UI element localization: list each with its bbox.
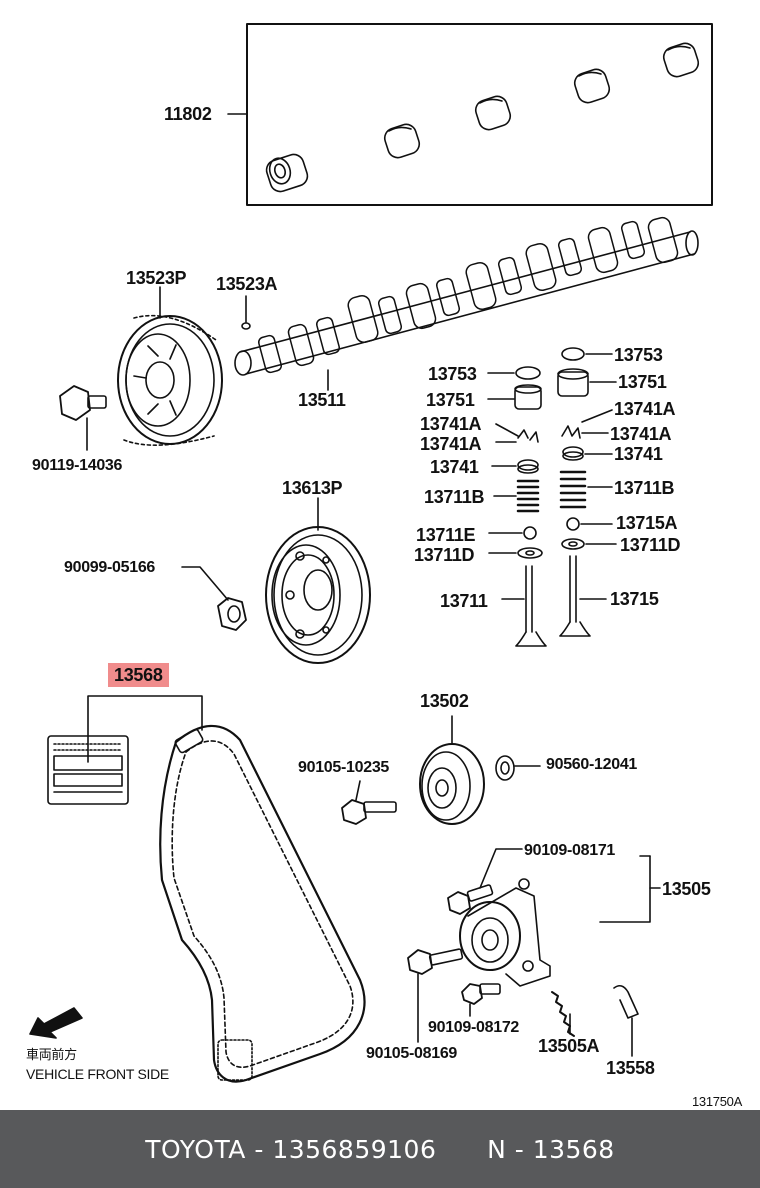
label-13741a-left-1[interactable]: 13741A [420, 414, 482, 434]
label-13741a-right-2[interactable]: 13741A [610, 424, 672, 444]
label-13523p[interactable]: 13523P [126, 268, 187, 288]
label-90099-05166[interactable]: 90099-05166 [64, 559, 156, 576]
tensioner-assembly [459, 855, 661, 987]
label-13715a[interactable]: 13715A [616, 513, 678, 533]
label-13711d-left[interactable]: 13711D [414, 545, 475, 565]
label-13711e[interactable]: 13711E [416, 525, 476, 545]
footer-ref-prefix: N [487, 1134, 507, 1164]
label-13753-left[interactable]: 13753 [428, 364, 477, 384]
label-13711[interactable]: 13711 [440, 591, 488, 611]
label-13711b-right[interactable]: 13711B [614, 478, 675, 498]
bolt-icon [407, 948, 464, 1043]
bearing-icon [474, 95, 512, 131]
label-13741a-left-2[interactable]: 13741A [420, 434, 482, 454]
bearing-icon [573, 68, 611, 104]
part-info-footer: TOYOTA - 1356859106 N - 13568 [0, 1110, 760, 1188]
bolt-icon [447, 848, 523, 915]
drawing-number: 131750A [692, 1094, 742, 1109]
nut-icon [181, 566, 247, 631]
label-13568-highlighted[interactable]: 13568 [108, 663, 169, 687]
label-90105-10235[interactable]: 90105-10235 [298, 759, 390, 776]
label-13505a[interactable]: 13505A [538, 1036, 600, 1056]
bolt-icon [59, 385, 107, 451]
parts-diagram [29, 23, 713, 1083]
front-label-japanese: 車両前方 [26, 1048, 77, 1063]
label-13741-left[interactable]: 13741 [430, 457, 479, 477]
footer-brand: TOYOTA [145, 1134, 246, 1164]
footer-part-number: 1356859106 [272, 1134, 437, 1164]
valve-parts-intake [487, 366, 547, 647]
label-13715[interactable]: 13715 [610, 589, 659, 609]
label-11802[interactable]: 11802 [164, 104, 212, 124]
footer-separator: - [245, 1134, 273, 1164]
footer-separator: - [506, 1134, 533, 1164]
front-arrow-icon [29, 1007, 83, 1039]
knock-pin [241, 295, 251, 330]
footer-ref-number: 13568 [532, 1134, 615, 1164]
label-13502[interactable]: 13502 [420, 691, 469, 711]
label-90560-12041[interactable]: 90560-12041 [546, 756, 638, 773]
crankshaft-pulley [265, 497, 371, 664]
bearing-set-box [227, 23, 713, 206]
bearing-icon [662, 42, 700, 78]
label-13711d-right[interactable]: 13711D [620, 535, 681, 555]
timing-belt [87, 695, 366, 1083]
label-13711b-left[interactable]: 13711B [424, 487, 485, 507]
footer-spacer [436, 1135, 487, 1164]
valve-parts-exhaust [557, 347, 617, 637]
camshaft [234, 216, 699, 391]
label-90119-14036[interactable]: 90119-14036 [32, 457, 123, 474]
label-90109-08172[interactable]: 90109-08172 [428, 1019, 520, 1036]
label-13523a[interactable]: 13523A [216, 274, 278, 294]
label-13505[interactable]: 13505 [662, 879, 711, 899]
idler-pulley [419, 715, 485, 825]
label-13558[interactable]: 13558 [606, 1058, 655, 1078]
label-13751-right[interactable]: 13751 [618, 372, 667, 392]
washer-icon [495, 755, 541, 781]
label-13741a-right-1[interactable]: 13741A [614, 399, 676, 419]
bolt-icon [341, 780, 397, 825]
bolt-icon [461, 983, 501, 1017]
label-13751-left[interactable]: 13751 [426, 390, 475, 410]
label-13753-right[interactable]: 13753 [614, 345, 663, 365]
bracket-icon [613, 984, 639, 1057]
belt-sample-icon [47, 735, 129, 805]
label-90109-08171[interactable]: 90109-08171 [524, 842, 616, 859]
label-13741-right[interactable]: 13741 [614, 444, 663, 464]
label-13613p[interactable]: 13613P [282, 478, 343, 498]
bearing-icon [265, 153, 309, 193]
bearing-icon [383, 123, 421, 159]
label-13511[interactable]: 13511 [298, 390, 346, 410]
spring-icon [551, 991, 575, 1037]
label-90105-08169[interactable]: 90105-08169 [366, 1045, 458, 1062]
front-label-english: VEHICLE FRONT SIDE [26, 1066, 169, 1082]
camshaft-pulley [117, 286, 223, 446]
